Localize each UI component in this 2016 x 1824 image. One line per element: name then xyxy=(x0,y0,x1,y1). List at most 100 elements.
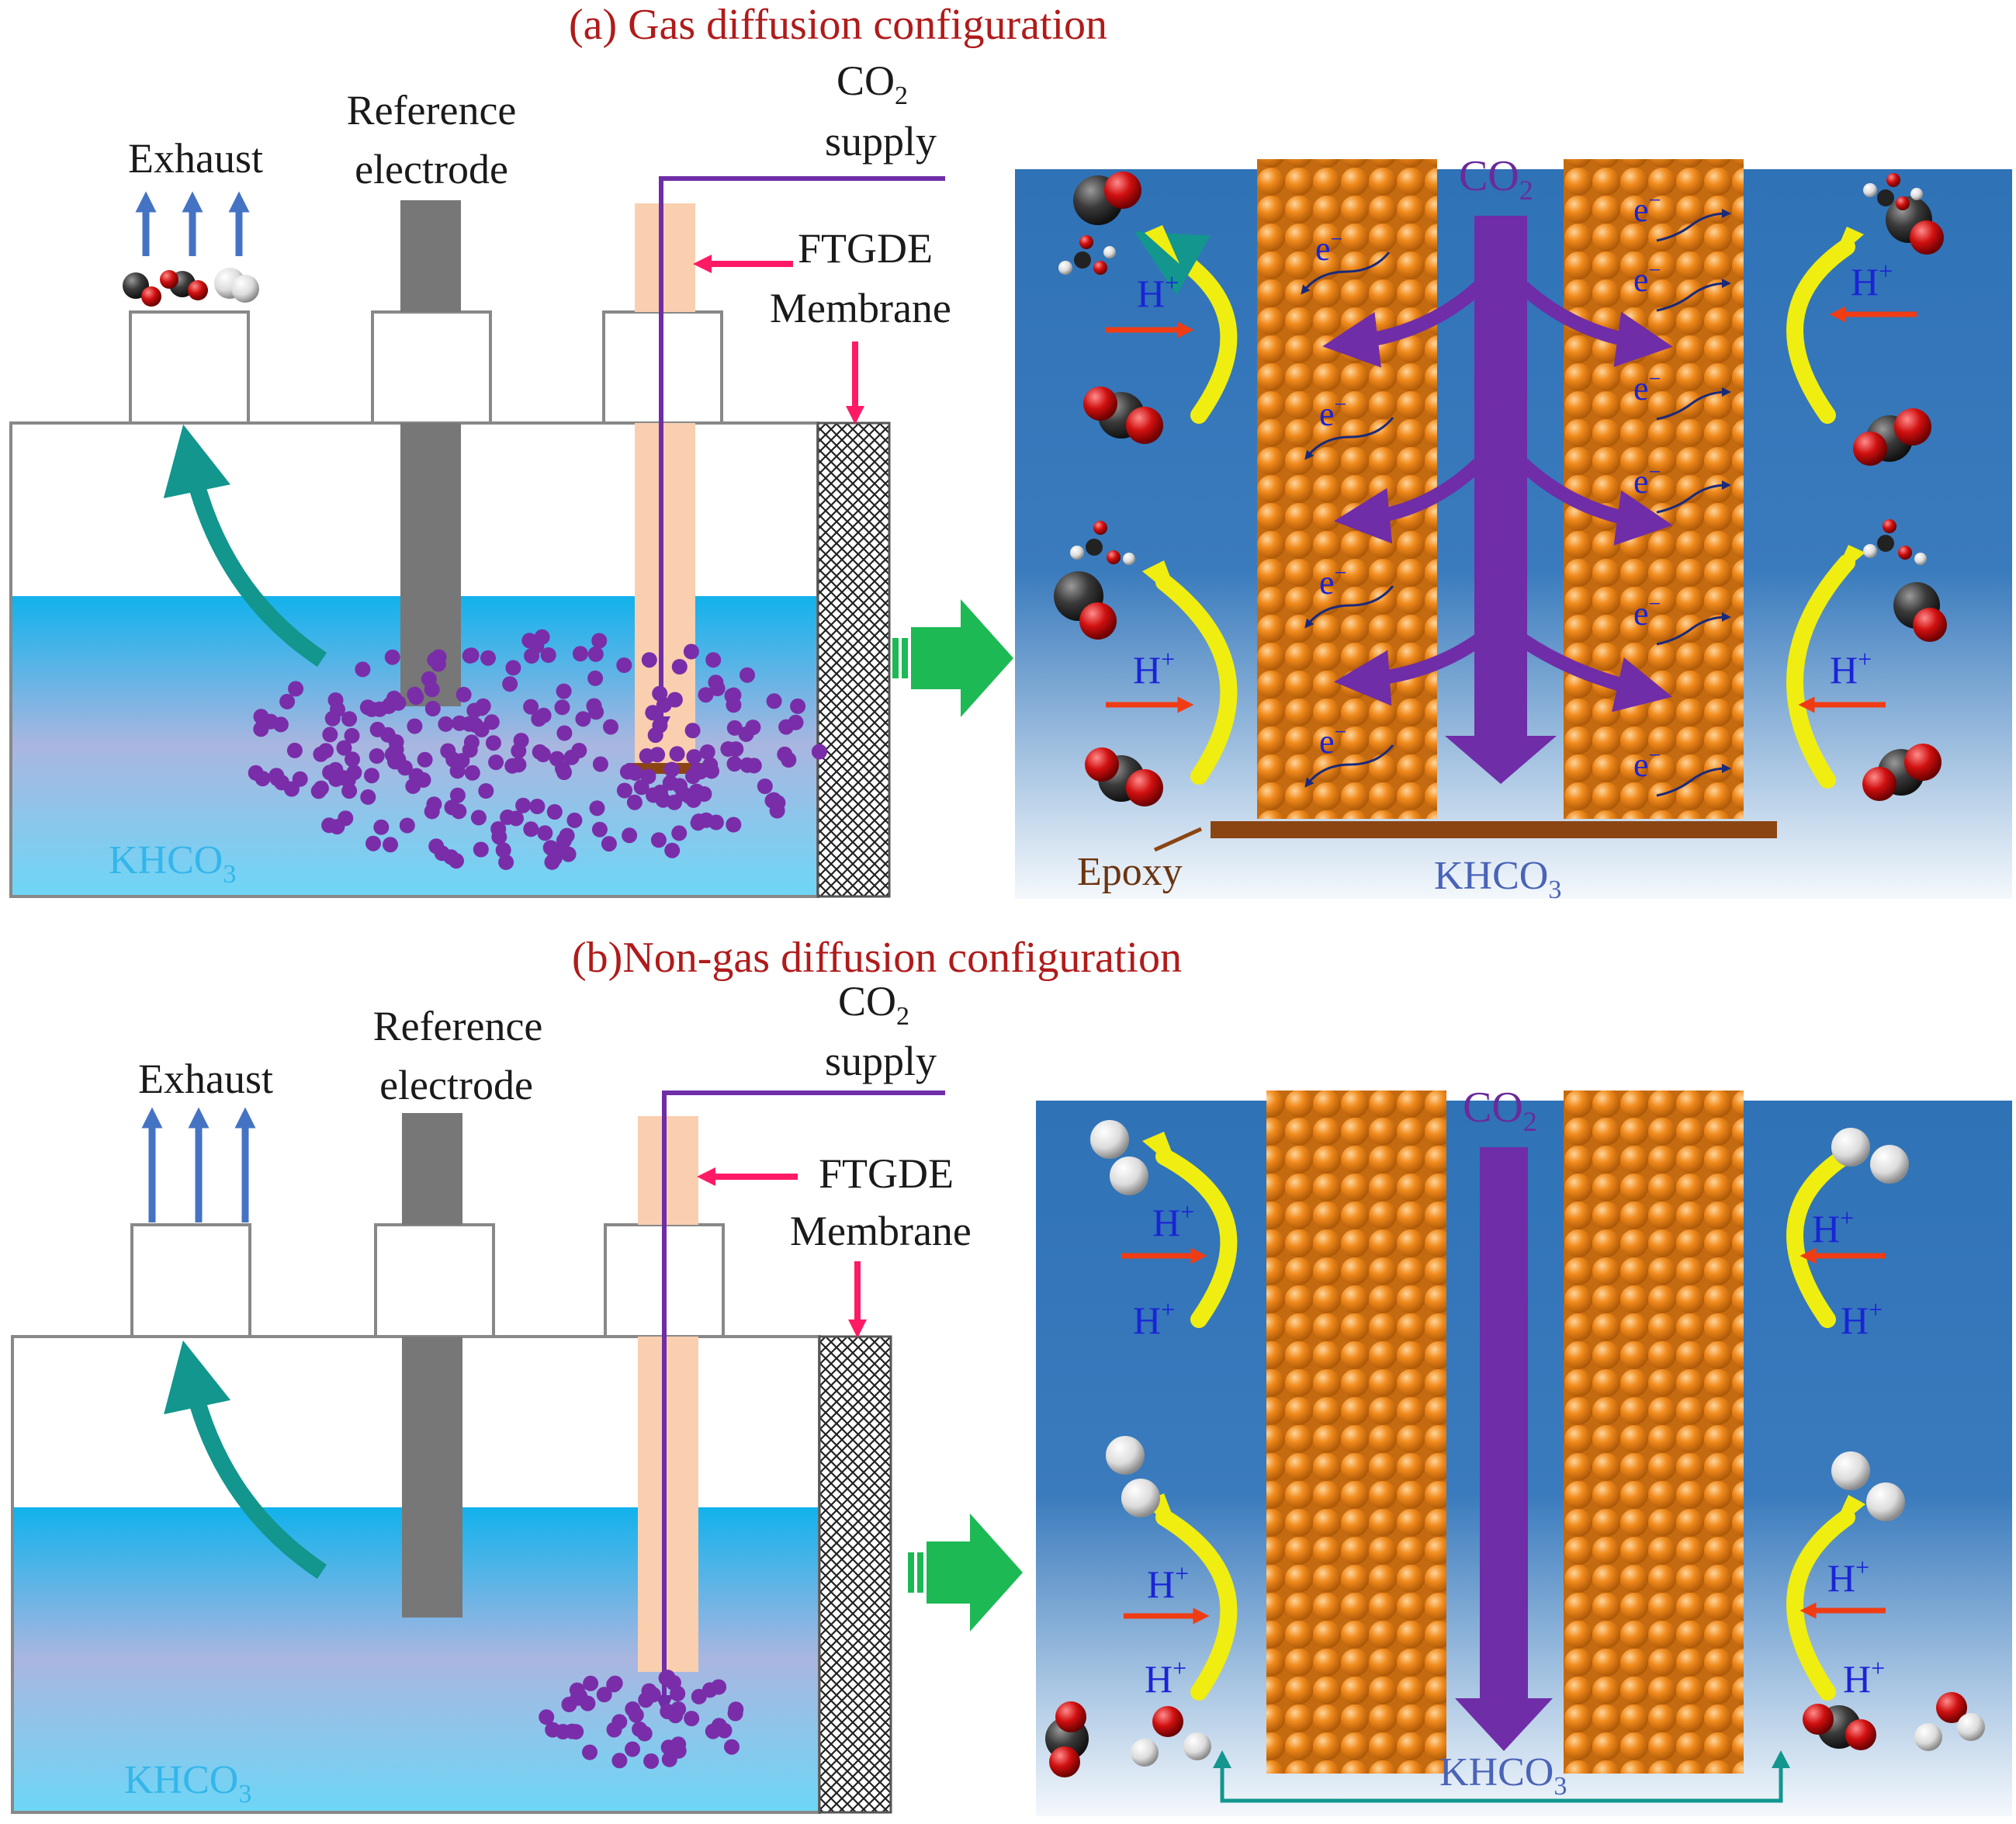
co2-bubble xyxy=(778,719,795,735)
ftgde-label: FTGDE xyxy=(798,225,933,272)
co2-bubble xyxy=(537,825,553,841)
co2-bubble xyxy=(417,751,433,768)
co2-bubble xyxy=(253,721,269,737)
reference-label-line1: Reference xyxy=(347,87,517,134)
co2-bubble xyxy=(650,832,667,848)
svg-text:H+: H+ xyxy=(1133,645,1175,692)
co2-bubble xyxy=(456,686,472,702)
co2-bubble xyxy=(359,699,376,716)
co2-bubble xyxy=(580,1695,596,1711)
co2-bubble xyxy=(405,778,421,794)
co2-bubble xyxy=(643,1753,660,1769)
co2-bubble xyxy=(480,650,496,666)
co2-bubble xyxy=(555,1724,571,1739)
membrane-label: Membrane xyxy=(770,285,951,331)
reference-port xyxy=(371,310,492,425)
zoom-co2-label: CO2 xyxy=(1463,1084,1537,1137)
co2-bubble xyxy=(464,765,480,781)
co2-bubble xyxy=(571,743,587,758)
electron-label: e− xyxy=(1319,393,1346,433)
electron-label: e− xyxy=(1319,561,1346,602)
co2-bubble xyxy=(504,758,521,774)
co2-bubble xyxy=(790,698,806,714)
electron-path xyxy=(1304,585,1394,629)
co2-bubble xyxy=(757,778,773,794)
co2-bubble xyxy=(424,803,440,820)
co2-bubble xyxy=(611,1753,628,1769)
co2-bubble xyxy=(341,711,358,727)
co2-bubble xyxy=(556,725,573,741)
proton-labels: H+ H+ H+ H+ H+ H+ H+ H+ xyxy=(1133,1198,1885,1701)
co2-bubble xyxy=(616,782,632,799)
co2-bubble xyxy=(591,633,608,649)
co2-bubble xyxy=(561,1697,577,1712)
co2-bubble xyxy=(253,709,269,725)
co2-bubble xyxy=(663,761,680,778)
co2-bubble xyxy=(428,838,445,855)
membrane xyxy=(818,1335,892,1814)
co2-bubble xyxy=(523,821,539,837)
co2-bubble xyxy=(383,837,398,853)
co2-bubble xyxy=(586,698,602,714)
co2-bubble xyxy=(669,746,685,762)
proton-arrows xyxy=(1106,306,1917,713)
co2-bubble xyxy=(587,670,604,686)
co2-bubble xyxy=(407,686,423,702)
electron-path xyxy=(1656,612,1731,646)
zoom-electrolyte-label: KHCO3 xyxy=(1434,854,1561,904)
exhaust-label: Exhaust xyxy=(128,135,263,182)
co2-bubble xyxy=(611,1714,628,1730)
co2-bubble xyxy=(740,757,756,773)
proton-labels: H+ H+ H+ H+ xyxy=(1133,257,1893,692)
co2-bubble xyxy=(591,821,608,837)
co2-bubble xyxy=(478,783,494,799)
co2-bubble xyxy=(616,657,632,673)
co2-supply-line xyxy=(655,1091,945,1714)
co2-bubble xyxy=(625,1741,640,1757)
co2-bubble xyxy=(424,701,441,716)
svg-text:H+: H+ xyxy=(1827,1553,1869,1600)
co2-bubble xyxy=(603,719,618,735)
co2-bubble xyxy=(702,757,719,773)
co2-bubble xyxy=(495,842,511,858)
co2-bubble xyxy=(640,768,656,785)
membrane xyxy=(816,421,891,898)
co2-bubble xyxy=(566,812,583,828)
co2-bubble xyxy=(684,1711,700,1727)
co2-bubble xyxy=(498,854,514,870)
co2-bubble xyxy=(521,633,538,649)
co2-bubble xyxy=(745,720,761,736)
co2-bubble xyxy=(606,1677,622,1693)
co2-bubble xyxy=(338,810,354,827)
co2-bubble xyxy=(649,747,666,763)
co2-bubble xyxy=(373,819,390,835)
co2-bubble xyxy=(440,743,456,759)
electron-label: e− xyxy=(1319,720,1346,761)
co2-bubble xyxy=(691,813,707,830)
co2-bubble xyxy=(626,794,643,810)
co2-bubble xyxy=(345,751,360,768)
electron-path xyxy=(1656,279,1731,312)
co2-bubble xyxy=(653,784,668,800)
reference-rod-top xyxy=(402,1113,462,1225)
co2-bubble xyxy=(671,825,688,841)
zoom-electrolyte-label: KHCO3 xyxy=(1439,1750,1567,1801)
co2-bubble xyxy=(645,705,661,721)
co2-bubble xyxy=(365,835,381,851)
co2-bubble xyxy=(556,683,572,699)
electrolyte-label: KHCO3 xyxy=(109,838,236,889)
co2-bubble xyxy=(660,1739,677,1756)
co2-bubble xyxy=(473,841,489,858)
svg-text:H+: H+ xyxy=(1152,1198,1194,1244)
co2-bubble xyxy=(641,652,657,668)
co2-bubble xyxy=(485,735,501,751)
gas-release-arrow xyxy=(163,424,327,668)
co2-bubble xyxy=(726,817,742,833)
co2-bubble xyxy=(318,743,334,759)
electron-label: e− xyxy=(1633,744,1661,784)
svg-text:H+: H+ xyxy=(1147,1559,1189,1606)
co2-bubble xyxy=(534,629,550,645)
svg-text:H+: H+ xyxy=(1841,1295,1883,1342)
panel-b-title: (b)Non-gas diffusion configuration xyxy=(572,934,1182,982)
co2-bubble xyxy=(667,1708,684,1724)
